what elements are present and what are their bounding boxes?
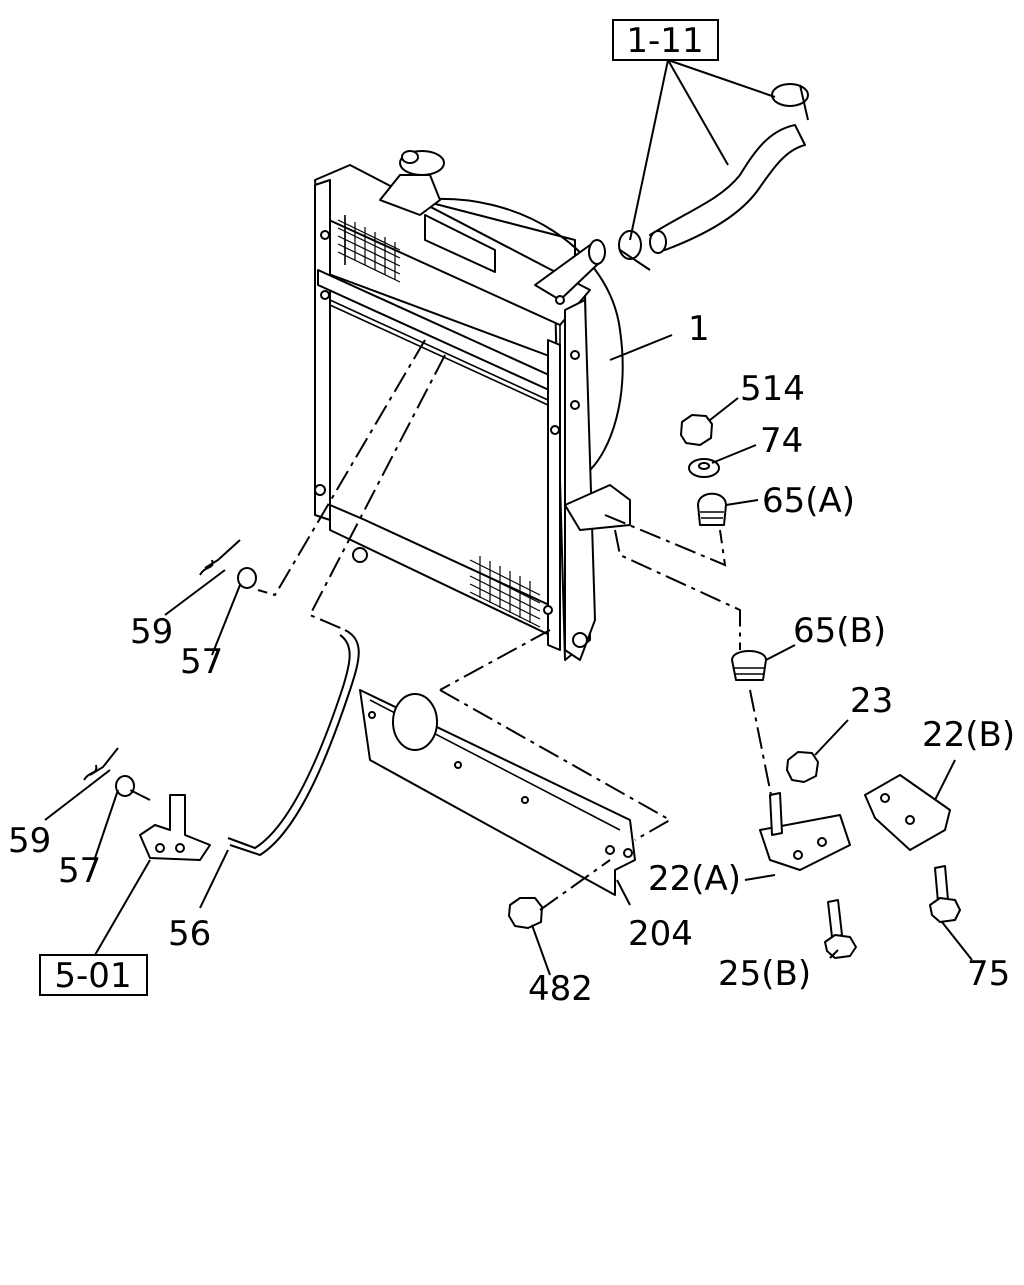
filler-neck [379,174,441,216]
clip-59-top [199,539,241,576]
ref-box-1-11: 1-11 [612,19,719,61]
label-74: 74 [760,421,803,461]
label-59-top: 59 [130,612,173,652]
shield-204 [359,689,636,929]
ref-label-1-11: 1-11 [626,21,703,61]
washer-57-bottom [115,775,135,797]
nut-482 [508,897,543,929]
mount-hardware [680,414,961,959]
label-204: 204 [628,914,693,954]
bracket-5-01 [139,794,211,861]
label-22b: 22(B) [922,715,1015,755]
label-1: 1 [688,309,710,349]
drain-tube-56 [227,629,360,857]
label-57-top: 57 [180,642,223,682]
upper-hose [618,83,809,271]
label-25b: 25(B) [718,954,811,994]
ref-box-5-01: 5-01 [39,954,148,996]
rubber-mount-65a [697,492,727,526]
label-22a: 22(A) [648,859,741,899]
label-514: 514 [740,369,805,409]
assembly-lines [129,339,773,911]
radiator-assembly [314,150,631,661]
label-65b: 65(B) [793,611,886,651]
bolt-75 [934,865,949,903]
label-57-bottom: 57 [58,851,101,891]
label-75: 75 [967,954,1010,994]
rubber-mount-65b [731,650,767,681]
label-482: 482 [528,969,593,1009]
label-56: 56 [168,914,211,954]
nut-23 [786,751,819,783]
label-59-bottom: 59 [8,821,51,861]
bracket-22b [864,774,951,851]
washer-57-top [237,567,257,589]
core-fins-top [337,218,401,283]
bolt-25b [827,899,843,938]
label-23: 23 [850,681,893,721]
leader-lines [44,59,973,976]
ref-label-5-01: 5-01 [54,956,131,996]
clip-59-bottom [83,747,119,781]
nut-514 [680,414,713,446]
core-fins-bottom [469,556,541,628]
part-labels: 1 514 74 65(A) 65(B) 23 22(B) 22(A) 75 2… [8,309,1015,1009]
label-65a: 65(A) [762,481,855,521]
